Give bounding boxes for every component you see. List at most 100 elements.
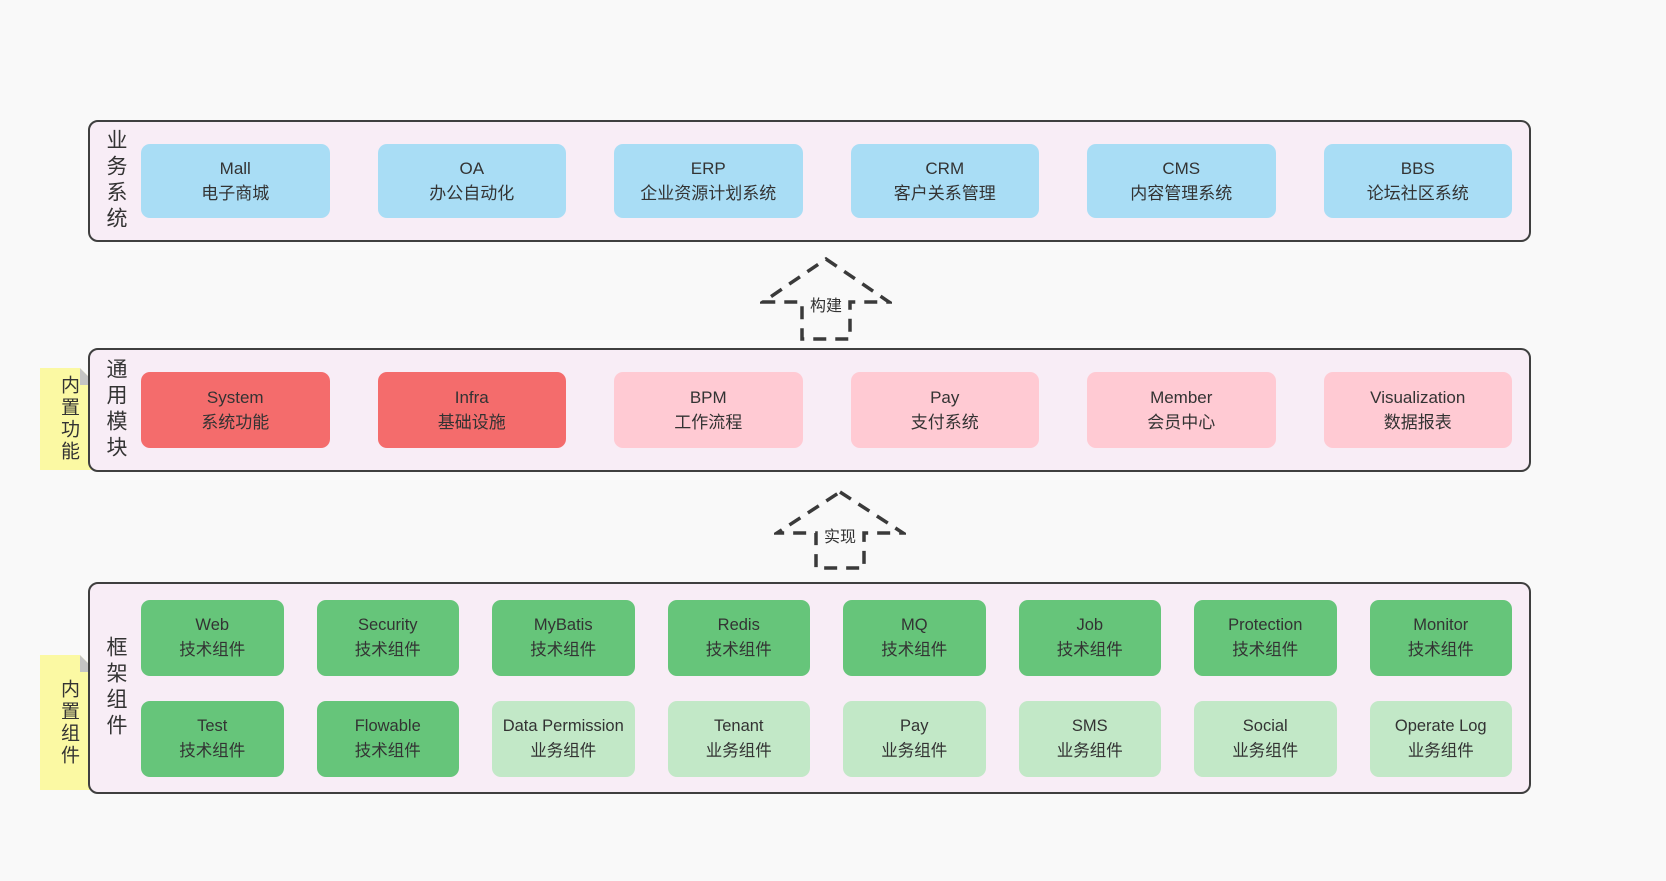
sticky-tag-label: 内置组件	[58, 678, 79, 767]
arrow-implement-label: 实现	[818, 521, 862, 548]
box-desc: 会员中心	[1147, 413, 1216, 432]
box-system: System 系统功能	[141, 372, 330, 448]
box-mq: MQ 技术组件	[843, 599, 986, 676]
arrow-build-label: 构建	[804, 291, 848, 318]
box-member: Member 会员中心	[1087, 372, 1276, 448]
box-name: CMS	[1162, 158, 1201, 178]
box-name: Data Permission	[502, 716, 624, 735]
box-desc: 技术组件	[179, 640, 246, 659]
layer-common-modules: 通用模块 System 系统功能 Infra 基础设施 BPM 工作流程 Pay…	[88, 348, 1531, 472]
box-job: Job 技术组件	[1018, 599, 1161, 676]
layer-business-systems: 业务系统 Mall 电子商城 OA 办公自动化 ERP 企业资源计划系统 CRM…	[88, 120, 1531, 242]
box-name: MQ	[900, 615, 928, 634]
box-data-permission: Data Permission 业务组件	[492, 700, 635, 777]
box-security: Security 技术组件	[316, 599, 459, 676]
box-desc: 技术组件	[354, 741, 421, 760]
box-web: Web 技术组件	[141, 599, 284, 676]
box-desc: 技术组件	[1056, 640, 1123, 659]
box-infra: Infra 基础设施	[377, 372, 566, 448]
box-pay-module: Pay 支付系统	[850, 372, 1039, 448]
box-name: Member	[1150, 387, 1213, 407]
box-name: OA	[459, 158, 485, 178]
modules-box-row: System 系统功能 Infra 基础设施 BPM 工作流程 Pay 支付系统…	[141, 372, 1512, 448]
box-name: Infra	[454, 387, 489, 407]
layer-side-label: 业务系统	[104, 129, 127, 233]
box-name: Mall	[219, 158, 251, 178]
box-name: Flowable	[354, 716, 421, 735]
box-desc: 电子商城	[201, 184, 270, 203]
box-desc: 内容管理系统	[1130, 184, 1233, 203]
arrow-up-icon	[760, 256, 892, 341]
box-name: Pay	[930, 387, 960, 407]
box-name: Redis	[717, 615, 760, 634]
sticky-tag-builtin-components: 内置组件	[40, 655, 97, 790]
components-rows: Web 技术组件 Security 技术组件 MyBatis 技术组件 Redi…	[141, 599, 1512, 777]
box-desc: 数据报表	[1383, 413, 1452, 432]
box-desc: 客户关系管理	[893, 184, 996, 203]
box-desc: 办公自动化	[429, 184, 515, 203]
box-desc: 业务组件	[1232, 741, 1299, 760]
box-bpm: BPM 工作流程	[614, 372, 803, 448]
box-desc: 技术组件	[179, 741, 246, 760]
arrow-up-build: 构建	[760, 256, 892, 342]
layer-side-label: 通用模块	[104, 358, 127, 462]
box-monitor: Monitor 技术组件	[1369, 599, 1512, 676]
box-desc: 技术组件	[1407, 640, 1474, 659]
box-desc: 业务组件	[1407, 741, 1474, 760]
box-desc: 工作流程	[674, 413, 743, 432]
box-bbs: BBS 论坛社区系统	[1323, 144, 1512, 218]
box-name: SMS	[1071, 716, 1108, 735]
box-name: Security	[357, 615, 418, 634]
box-erp: ERP 企业资源计划系统	[614, 144, 803, 218]
box-name: Tenant	[713, 716, 764, 735]
box-mybatis: MyBatis 技术组件	[492, 599, 635, 676]
box-desc: 技术组件	[354, 640, 421, 659]
box-desc: 支付系统	[910, 413, 979, 432]
box-oa: OA 办公自动化	[377, 144, 566, 218]
box-name: Monitor	[1413, 615, 1469, 634]
box-name: System	[206, 387, 264, 407]
box-desc: 业务组件	[1056, 741, 1123, 760]
box-name: ERP	[690, 158, 726, 178]
box-visualization: Visualization 数据报表	[1323, 372, 1512, 448]
box-desc: 技术组件	[1232, 640, 1299, 659]
components-row-1: Web 技术组件 Security 技术组件 MyBatis 技术组件 Redi…	[141, 599, 1512, 676]
box-desc: 企业资源计划系统	[640, 184, 777, 203]
box-name: Operate Log	[1394, 716, 1487, 735]
layer-framework-components: 框架组件 Web 技术组件 Security 技术组件 MyBatis 技术组件…	[88, 582, 1531, 794]
box-test: Test 技术组件	[141, 700, 284, 777]
components-row-2: Test 技术组件 Flowable 技术组件 Data Permission …	[141, 700, 1512, 777]
box-desc: 业务组件	[530, 741, 597, 760]
box-name: Visualization	[1370, 387, 1466, 407]
box-name: Web	[195, 615, 230, 634]
sticky-tag-label: 内置功能	[58, 375, 79, 463]
box-name: Social	[1242, 716, 1288, 735]
box-protection: Protection 技术组件	[1194, 599, 1337, 676]
box-name: BPM	[689, 387, 727, 407]
box-flowable: Flowable 技术组件	[316, 700, 459, 777]
box-name: Protection	[1228, 615, 1303, 634]
business-box-row: Mall 电子商城 OA 办公自动化 ERP 企业资源计划系统 CRM 客户关系…	[141, 144, 1512, 218]
box-desc: 技术组件	[881, 640, 948, 659]
box-cms: CMS 内容管理系统	[1087, 144, 1276, 218]
arrow-up-icon	[774, 489, 906, 570]
box-name: Test	[197, 716, 228, 735]
box-name: Job	[1076, 615, 1104, 634]
box-sms: SMS 业务组件	[1018, 700, 1161, 777]
box-name: MyBatis	[533, 615, 593, 634]
box-pay-component: Pay 业务组件	[843, 700, 986, 777]
box-name: Pay	[900, 716, 929, 735]
arrow-up-implement: 实现	[774, 489, 906, 571]
box-mall: Mall 电子商城	[141, 144, 330, 218]
box-operate-log: Operate Log 业务组件	[1369, 700, 1512, 777]
sticky-tag-builtin-features: 内置功能	[40, 368, 97, 470]
box-desc: 系统功能	[201, 413, 270, 432]
box-social: Social 业务组件	[1194, 700, 1337, 777]
box-desc: 技术组件	[530, 640, 597, 659]
box-redis: Redis 技术组件	[667, 599, 810, 676]
box-desc: 基础设施	[437, 413, 506, 432]
box-desc: 业务组件	[705, 741, 772, 760]
box-name: CRM	[925, 158, 965, 178]
layer-side-label: 框架组件	[104, 636, 127, 740]
